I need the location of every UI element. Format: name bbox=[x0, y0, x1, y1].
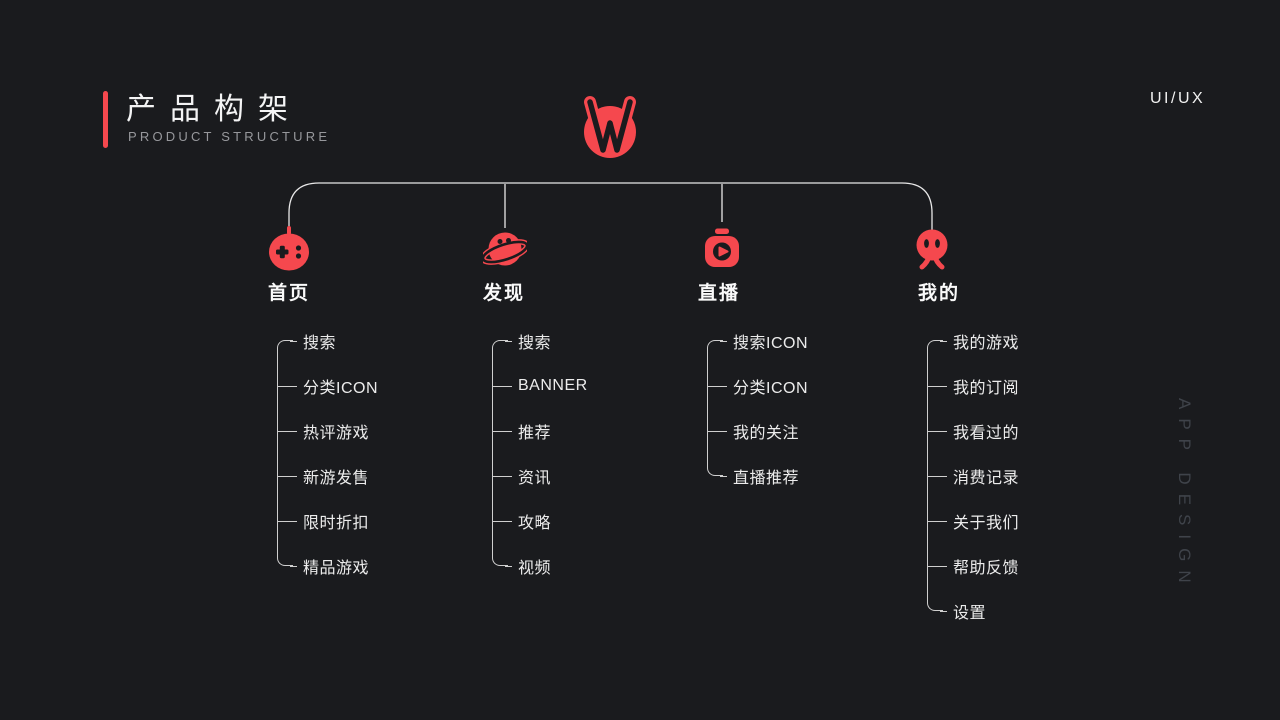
branch-items-discover: 搜索 BANNER 推荐 资讯 攻略 视频 bbox=[483, 318, 588, 588]
tree-item: 帮助反馈 bbox=[918, 543, 1019, 588]
tree-item: 视频 bbox=[483, 543, 588, 588]
branch-items-mine: 我的游戏 我的订阅 我看过的 消费记录 关于我们 帮助反馈 设置 bbox=[918, 318, 1019, 633]
tree-item: 搜索 bbox=[483, 318, 588, 363]
tree-item: 我的关注 bbox=[698, 408, 808, 453]
bracket-line bbox=[277, 340, 293, 566]
tree-item: 设置 bbox=[918, 588, 1019, 633]
tree-item: 直播推荐 bbox=[698, 453, 808, 498]
tree-item: 分类ICON bbox=[698, 363, 808, 408]
branch-discover: 发现 搜索 BANNER 推荐 资讯 攻略 视频 bbox=[483, 278, 693, 577]
branch-home: 首页 搜索 分类ICON 热评游戏 新游发售 限时折扣 精品游戏 bbox=[268, 278, 478, 577]
app-design-side-tag: APP DESIGN bbox=[1175, 398, 1194, 592]
uiux-tag: UI/UX bbox=[1150, 90, 1206, 107]
tree-item: 我看过的 bbox=[918, 408, 1019, 453]
branch-label-discover: 发现 bbox=[483, 283, 526, 304]
tree-item: 新游发售 bbox=[268, 453, 378, 498]
tree-item: 我的游戏 bbox=[918, 318, 1019, 363]
page-title: 产品构架 bbox=[126, 93, 302, 126]
tree-item: 攻略 bbox=[483, 498, 588, 543]
bracket-line bbox=[707, 340, 723, 476]
tree-item: BANNER bbox=[483, 363, 588, 408]
tree-item: 消费记录 bbox=[918, 453, 1019, 498]
branch-label-home: 首页 bbox=[268, 283, 311, 304]
title-accent-bar bbox=[103, 91, 108, 148]
branch-live: 直播 搜索ICON 分类ICON 我的关注 直播推荐 bbox=[698, 278, 908, 487]
bracket-line bbox=[492, 340, 508, 566]
tree-item: 搜索 bbox=[268, 318, 378, 363]
tree-item: 分类ICON bbox=[268, 363, 378, 408]
tree-item: 精品游戏 bbox=[268, 543, 378, 588]
tree-item: 关于我们 bbox=[918, 498, 1019, 543]
app-logo-w-icon bbox=[584, 96, 636, 158]
tree-item: 限时折扣 bbox=[268, 498, 378, 543]
planet-icon bbox=[483, 232, 527, 266]
branch-label-live: 直播 bbox=[698, 283, 741, 304]
branch-items-live: 搜索ICON 分类ICON 我的关注 直播推荐 bbox=[698, 318, 808, 498]
tree-item: 资讯 bbox=[483, 453, 588, 498]
tree-item: 热评游戏 bbox=[268, 408, 378, 453]
tree-item: 推荐 bbox=[483, 408, 588, 453]
tree-item: 搜索ICON bbox=[698, 318, 808, 363]
branch-items-home: 搜索 分类ICON 热评游戏 新游发售 限时折扣 精品游戏 bbox=[268, 318, 378, 588]
page-subtitle: PRODUCT STRUCTURE bbox=[128, 129, 331, 144]
live-tv-icon bbox=[705, 228, 739, 267]
profile-icon bbox=[916, 229, 948, 270]
branch-mine: 我的 我的游戏 我的订阅 我看过的 消费记录 关于我们 帮助反馈 设置 bbox=[918, 278, 1128, 622]
branch-label-mine: 我的 bbox=[918, 283, 961, 304]
tree-item: 我的订阅 bbox=[918, 363, 1019, 408]
gamepad-icon bbox=[269, 226, 309, 271]
